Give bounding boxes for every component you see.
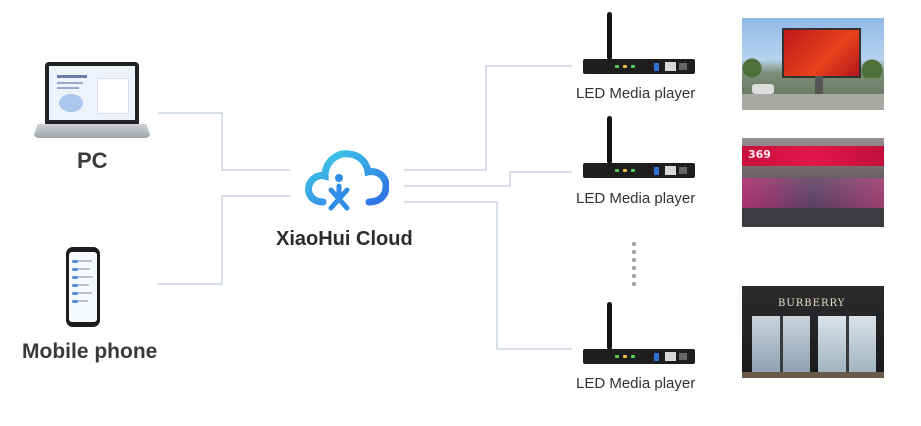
- pc-label: PC: [77, 148, 108, 173]
- phone-to-cloud-line: [158, 195, 290, 285]
- street-led-photo: 369: [742, 138, 884, 227]
- storefront-brand-text: BURBERRY: [778, 298, 846, 309]
- ellipsis-dot: [632, 274, 636, 278]
- cloud-label: XiaoHui Cloud: [276, 228, 413, 250]
- ellipsis-dot: [632, 282, 636, 286]
- pc-to-cloud-line: [158, 112, 290, 171]
- ellipsis-dot: [632, 242, 636, 246]
- billboard-photo: [742, 18, 884, 110]
- cloud-icon: [305, 150, 389, 211]
- media-player-1-label: LED Media player: [576, 85, 696, 102]
- ellipsis-dot: [632, 258, 636, 262]
- media-player-2-label: LED Media player: [576, 190, 696, 207]
- laptop-icon: [33, 62, 151, 142]
- cloud-to-player-2-line: [404, 171, 572, 187]
- media-player-1-icon: [583, 12, 695, 74]
- cloud-to-player-3-line: [404, 201, 572, 350]
- media-player-3-label: LED Media player: [576, 375, 696, 392]
- street-sign-text: 369: [748, 148, 771, 161]
- ellipsis-dot: [632, 250, 636, 254]
- mobile-phone-label: Mobile phone: [22, 340, 158, 363]
- media-player-2-icon: [583, 116, 695, 178]
- media-player-3-icon: [583, 302, 695, 364]
- mobile-phone-icon: [66, 247, 100, 327]
- storefront-photo: BURBERRY: [742, 286, 884, 378]
- ellipsis-dot: [632, 266, 636, 270]
- cloud-to-player-1-line: [404, 65, 572, 171]
